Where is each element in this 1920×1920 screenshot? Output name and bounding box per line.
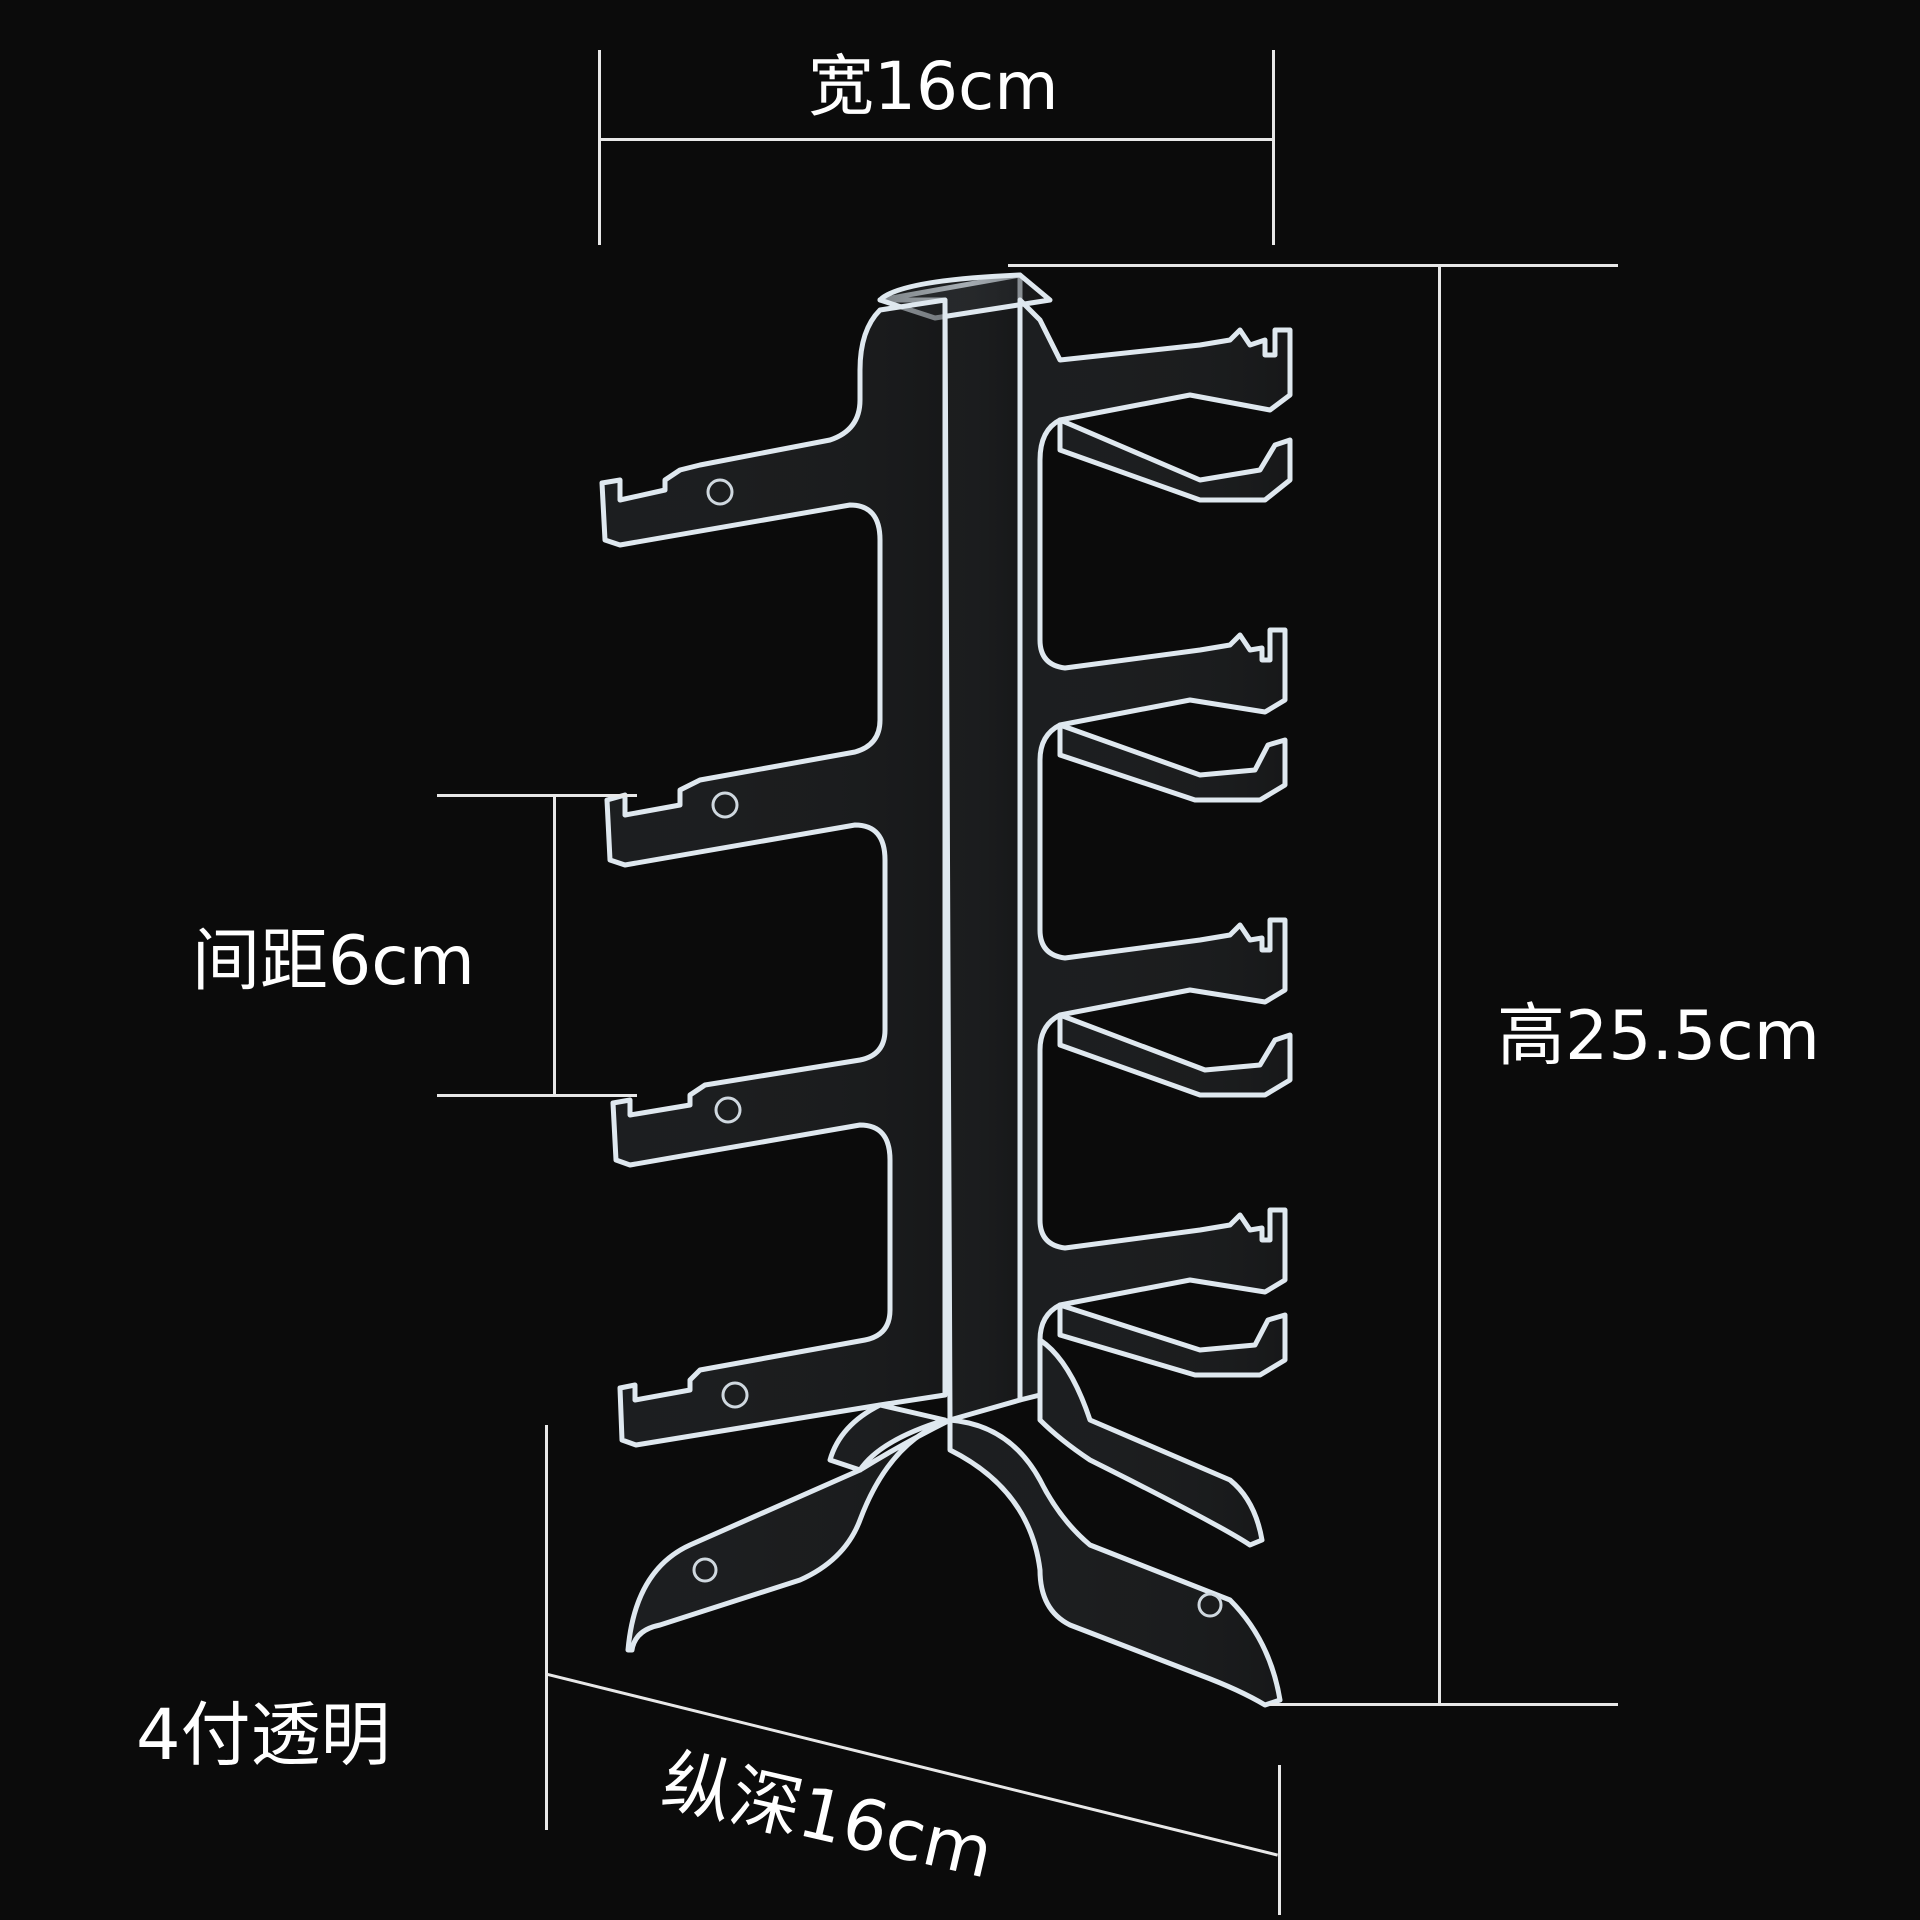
rack-right-arm-1 <box>1057 417 1293 503</box>
rack-right-arm-4 <box>1057 1302 1288 1378</box>
rack-front-foot <box>625 1417 953 1653</box>
width-dimension-line <box>600 138 1273 141</box>
height-dimension-tick-bottom <box>1270 1703 1618 1706</box>
depth-dimension-tick-right <box>1278 1765 1281 1915</box>
spacing-dimension-tick-top <box>437 794 637 797</box>
screw-hole <box>706 478 734 506</box>
spacing-dimension-tick-bottom <box>437 1094 637 1097</box>
screw-hole <box>714 1096 742 1124</box>
depth-dimension-tick-left <box>545 1425 548 1830</box>
width-label: 宽16cm <box>808 48 1059 125</box>
screw-hole <box>711 791 739 819</box>
height-dimension-line <box>1438 265 1441 1705</box>
rack-left-leg <box>827 1402 948 1473</box>
rack-right-arm-3 <box>1057 1012 1293 1098</box>
rack-back-foot <box>947 1417 1283 1708</box>
screw-hole <box>692 1557 718 1583</box>
rack-left-panel <box>599 297 948 1448</box>
width-dimension-tick-left <box>598 50 601 245</box>
variant-label: 4付透明 <box>136 1694 391 1776</box>
width-dimension-tick-right <box>1272 50 1275 245</box>
screw-hole <box>1197 1592 1223 1618</box>
spacing-label: 间距6cm <box>192 922 475 1001</box>
height-dimension-tick-top <box>1008 264 1618 267</box>
spacing-dimension-line <box>553 795 556 1095</box>
rack-right-arm-2 <box>1057 722 1288 803</box>
height-label: 高25.5cm <box>1497 997 1821 1076</box>
rack-right-panel <box>1017 297 1293 1403</box>
rack-rear-leg <box>1037 1337 1265 1548</box>
screw-hole <box>721 1381 749 1409</box>
